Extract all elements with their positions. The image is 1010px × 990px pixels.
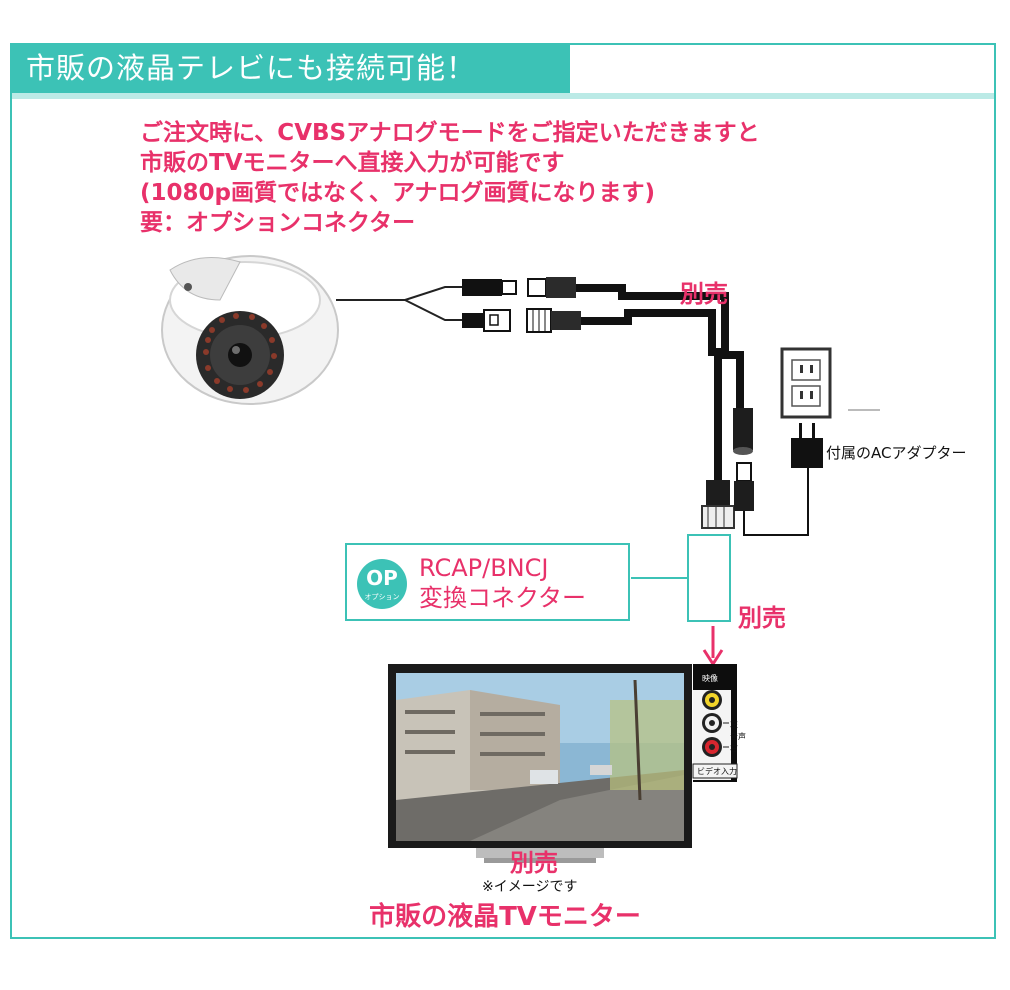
camera-cable [336,286,462,321]
tv-panel-audio-label: 音声 [730,732,746,741]
tv-panel-right-label: 右 [730,744,738,753]
cable-sold-separately-label: 別売 [680,280,728,308]
note-line-3: (1080p画質ではなく、アナログ画質になります) [140,180,656,206]
note-line-1: ご注文時に、CVBSアナログモードをご指定いただきますと [140,120,760,146]
ac-adapter-label: 付属のACアダプター [826,444,967,462]
down-arrow-icon [702,626,724,667]
camera-bnc-plug [462,309,511,332]
option-connector-frame [687,534,731,622]
tv-input-panel [692,664,738,782]
tv-panel-video-input-label: ビデオ入力 [697,767,737,776]
image-disclaimer: ※イメージです [482,879,578,895]
page-title: 市販の液晶テレビにも接続可能！ [10,43,570,93]
tv-monitor-illustration [388,664,692,863]
option-connector-model: RCAP/BNCJ [419,554,549,582]
extension-dc-connector [527,277,576,298]
connector-sold-separately-label: 別売 [738,604,786,632]
extension-dc-jack [733,408,753,455]
option-badge-subtext: オプション [364,593,400,601]
option-connector-type: 変換コネクター [419,584,587,612]
tv-panel-video-label: 映像 [702,674,718,683]
extension-cable [576,284,744,485]
tv-panel-left-label: 左 [730,720,738,729]
option-badge-text: OP [366,566,398,590]
camera-dc-plug [462,279,517,296]
note-line-2: 市販のTVモニターへ直接入力が可能です [140,150,565,176]
wall-outlet [780,347,880,419]
option-badge: OP オプション [357,559,407,609]
title-underline [10,93,996,99]
ac-adapter [791,423,823,468]
adapter-dc-plug [734,462,809,536]
extension-bnc-connector [526,308,581,333]
option-connector-callout: OP オプション RCAP/BNCJ 変換コネクター [345,543,630,621]
dome-camera-illustration [161,255,339,405]
tv-sold-separately-label: 別売 [510,849,558,877]
extension-bnc-end [701,480,735,529]
note-line-4: 要：オプションコネクター [140,210,416,236]
tv-caption: 市販の液晶TVモニター [369,902,641,932]
notes-block: ご注文時に、CVBSアナログモードをご指定いただきますと 市販のTVモニターへ直… [140,118,760,238]
option-connector-name: RCAP/BNCJ 変換コネクター [419,553,586,613]
